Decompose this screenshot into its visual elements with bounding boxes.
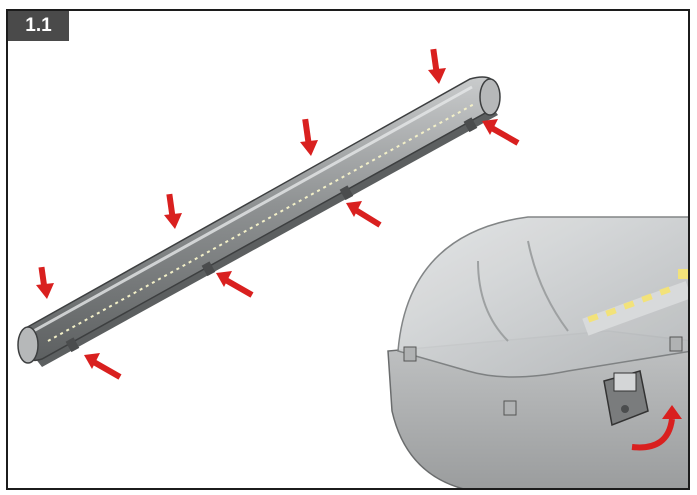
- arrow-clip-3: [346, 201, 382, 228]
- arrow-down-3: [300, 118, 318, 156]
- clip-arrows: [36, 48, 520, 380]
- arrow-down-2: [164, 193, 182, 229]
- arrow-clip-1: [84, 353, 122, 380]
- arrow-clip-4: [482, 119, 520, 146]
- detail-end-cap: [387, 216, 688, 488]
- arrow-down-1: [36, 266, 54, 299]
- step-number-badge: 1.1: [8, 11, 69, 41]
- led-strip: [582, 269, 688, 336]
- arrow-down-4: [428, 48, 446, 84]
- luminaire-body: [17, 76, 501, 367]
- instruction-illustration: [17, 48, 688, 488]
- metal-clip: [603, 370, 649, 427]
- step-panel: 1.1: [6, 9, 690, 490]
- arrow-clip-2: [216, 271, 254, 298]
- clip-open-arrow: [631, 405, 682, 451]
